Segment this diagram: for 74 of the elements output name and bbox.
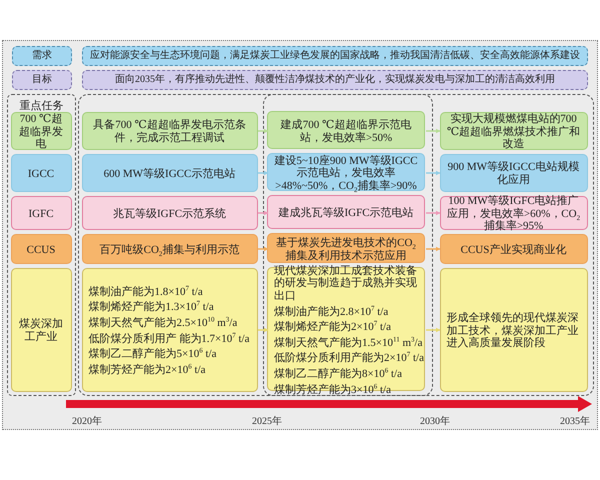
list-item: 煤制天然气产能为2.5×10$^{10}$ m$^{3}$/a [88, 316, 238, 330]
arrow [426, 210, 440, 216]
list-item: 煤制油产能为1.8×10$^{7}$ t/a [88, 286, 203, 298]
arrow [258, 246, 268, 252]
list-item: 煤制乙二醇产能为5×10$^{6}$ t/a [88, 348, 216, 361]
arrow [258, 128, 268, 134]
category-box [10, 154, 72, 192]
stage-panel [78, 94, 594, 396]
arrow [426, 170, 440, 176]
statement-box [82, 70, 588, 90]
box-text: 100 MW等级IGFC电站推广应用，发电效率>60%，CO$_{2}$捕集率>95% [446, 195, 582, 233]
box-text: 建设5~10座900 MW等级IGCC示范电站，发电效率>48%~50%，CO$_{2}$捕集率>90% [273, 154, 419, 192]
box-text: 目标 [32, 74, 52, 86]
task-panel [7, 94, 76, 396]
list-item: 煤制烯烃产能为2×10$^{7}$ t/a [274, 321, 391, 334]
box-text: 建成兆瓦等级IGFC示范电站 [278, 207, 414, 220]
arrow [426, 128, 440, 134]
milestone-box [440, 154, 588, 192]
category-box [10, 196, 72, 230]
milestone-box [267, 233, 425, 263]
milestone-box [267, 195, 425, 229]
list-item: 煤制乙二醇产能为8×10$^{6}$ t/a [274, 368, 402, 381]
box-text: IGFC [28, 208, 54, 220]
milestone-box [82, 154, 258, 192]
list-item: 煤制芳烃产能为3×10$^{6}$ t/a [274, 384, 391, 396]
panel-heading: 重点任务 [20, 100, 64, 113]
box-text: 600 MW等级IGCC示范电站 [104, 168, 236, 180]
category-box [10, 112, 72, 150]
arrow [426, 246, 440, 252]
list-item: 低阶煤分质利用产 能为1.7×10$^{7}$ t/a [88, 332, 250, 346]
box-text: 百万吨级CO$_{2}$捕集与利用示范 [100, 244, 240, 256]
box-text: CCUS产业实现商业化 [460, 244, 566, 256]
milestone-box [82, 234, 258, 264]
year-label: 2025年 [252, 415, 282, 428]
year-label: 2020年 [72, 415, 102, 428]
box-text: 煤炭深加工产业 [18, 318, 64, 344]
stage-panel [262, 94, 432, 396]
list-item: 煤制芳烃产能为2×10$^{6}$ t/a [88, 364, 206, 376]
box-text: 兆瓦等级IGFC示范系统 [112, 208, 226, 220]
label-box [12, 70, 72, 90]
year-label: 2030年 [420, 415, 450, 428]
box-text: 需求 [32, 50, 52, 62]
box-text: 形成全球领先的现代煤炭深加工技术，煤炭深加工产业进入高质量发展阶段 [446, 312, 580, 350]
year-label: 2035年 [560, 415, 590, 428]
box-text: 面向2035年，有序推动先进性、颠覆性洁净煤技术的产业化，实现煤炭发电与深加工的清洁高效利用 [115, 74, 555, 86]
milestone-box [82, 268, 258, 392]
list-item: 低阶煤分质利用产能为2×10$^{7}$ t/a [274, 352, 424, 366]
box-text: 基于煤炭先进发电技术的CO$_{2}$捕集及利用技术示范应用 [275, 236, 417, 262]
box-text: 具备700 ℃超超临界发电示范条件，完成示范工程调试 [92, 119, 247, 145]
arrow [258, 210, 268, 216]
box-text: IGCC [28, 168, 54, 180]
box-text: CCUS [26, 244, 56, 256]
milestone-box [440, 196, 588, 230]
box-text: 建成700 ℃超超临界示范电站，发电效率>50% [280, 118, 412, 144]
milestone-box [267, 111, 425, 149]
arrow [426, 328, 440, 332]
box-text: 实现大规模燃煤电站的700 ℃超超临界燃煤技术推广和改造 [446, 113, 582, 151]
statement-box [82, 46, 588, 66]
arrow [258, 170, 268, 176]
category-box [10, 268, 72, 392]
box-text: 900 MW等级IGCC电站规模化应用 [446, 161, 580, 187]
list-item: 煤制天然气产能为1.5×10$^{11}$ m$^{3}$/a [274, 336, 422, 350]
list-item: 现代煤炭深加工成套技术装备的研发与制造趋于成熟并实现出口 [274, 264, 418, 303]
box-text: 应对能源安全与生态环境问题，满足煤炭工业绿色发展的国家战略，推动我国清洁低碳、安全高效能源体系建设 [90, 50, 580, 62]
milestone-box [82, 112, 258, 150]
milestone-box [440, 268, 588, 392]
list-item: 煤制油产能为2.8×10$^{7}$ t/a [274, 306, 388, 318]
milestone-box [440, 234, 588, 264]
milestone-box [82, 196, 258, 230]
arrow [258, 328, 268, 332]
category-box [10, 234, 72, 264]
list-item: 煤制烯烃产能为1.3×10$^{7}$ t/a [88, 301, 214, 314]
box-text: 700 ℃超超临界发电 [18, 113, 64, 151]
label-box [12, 46, 72, 66]
